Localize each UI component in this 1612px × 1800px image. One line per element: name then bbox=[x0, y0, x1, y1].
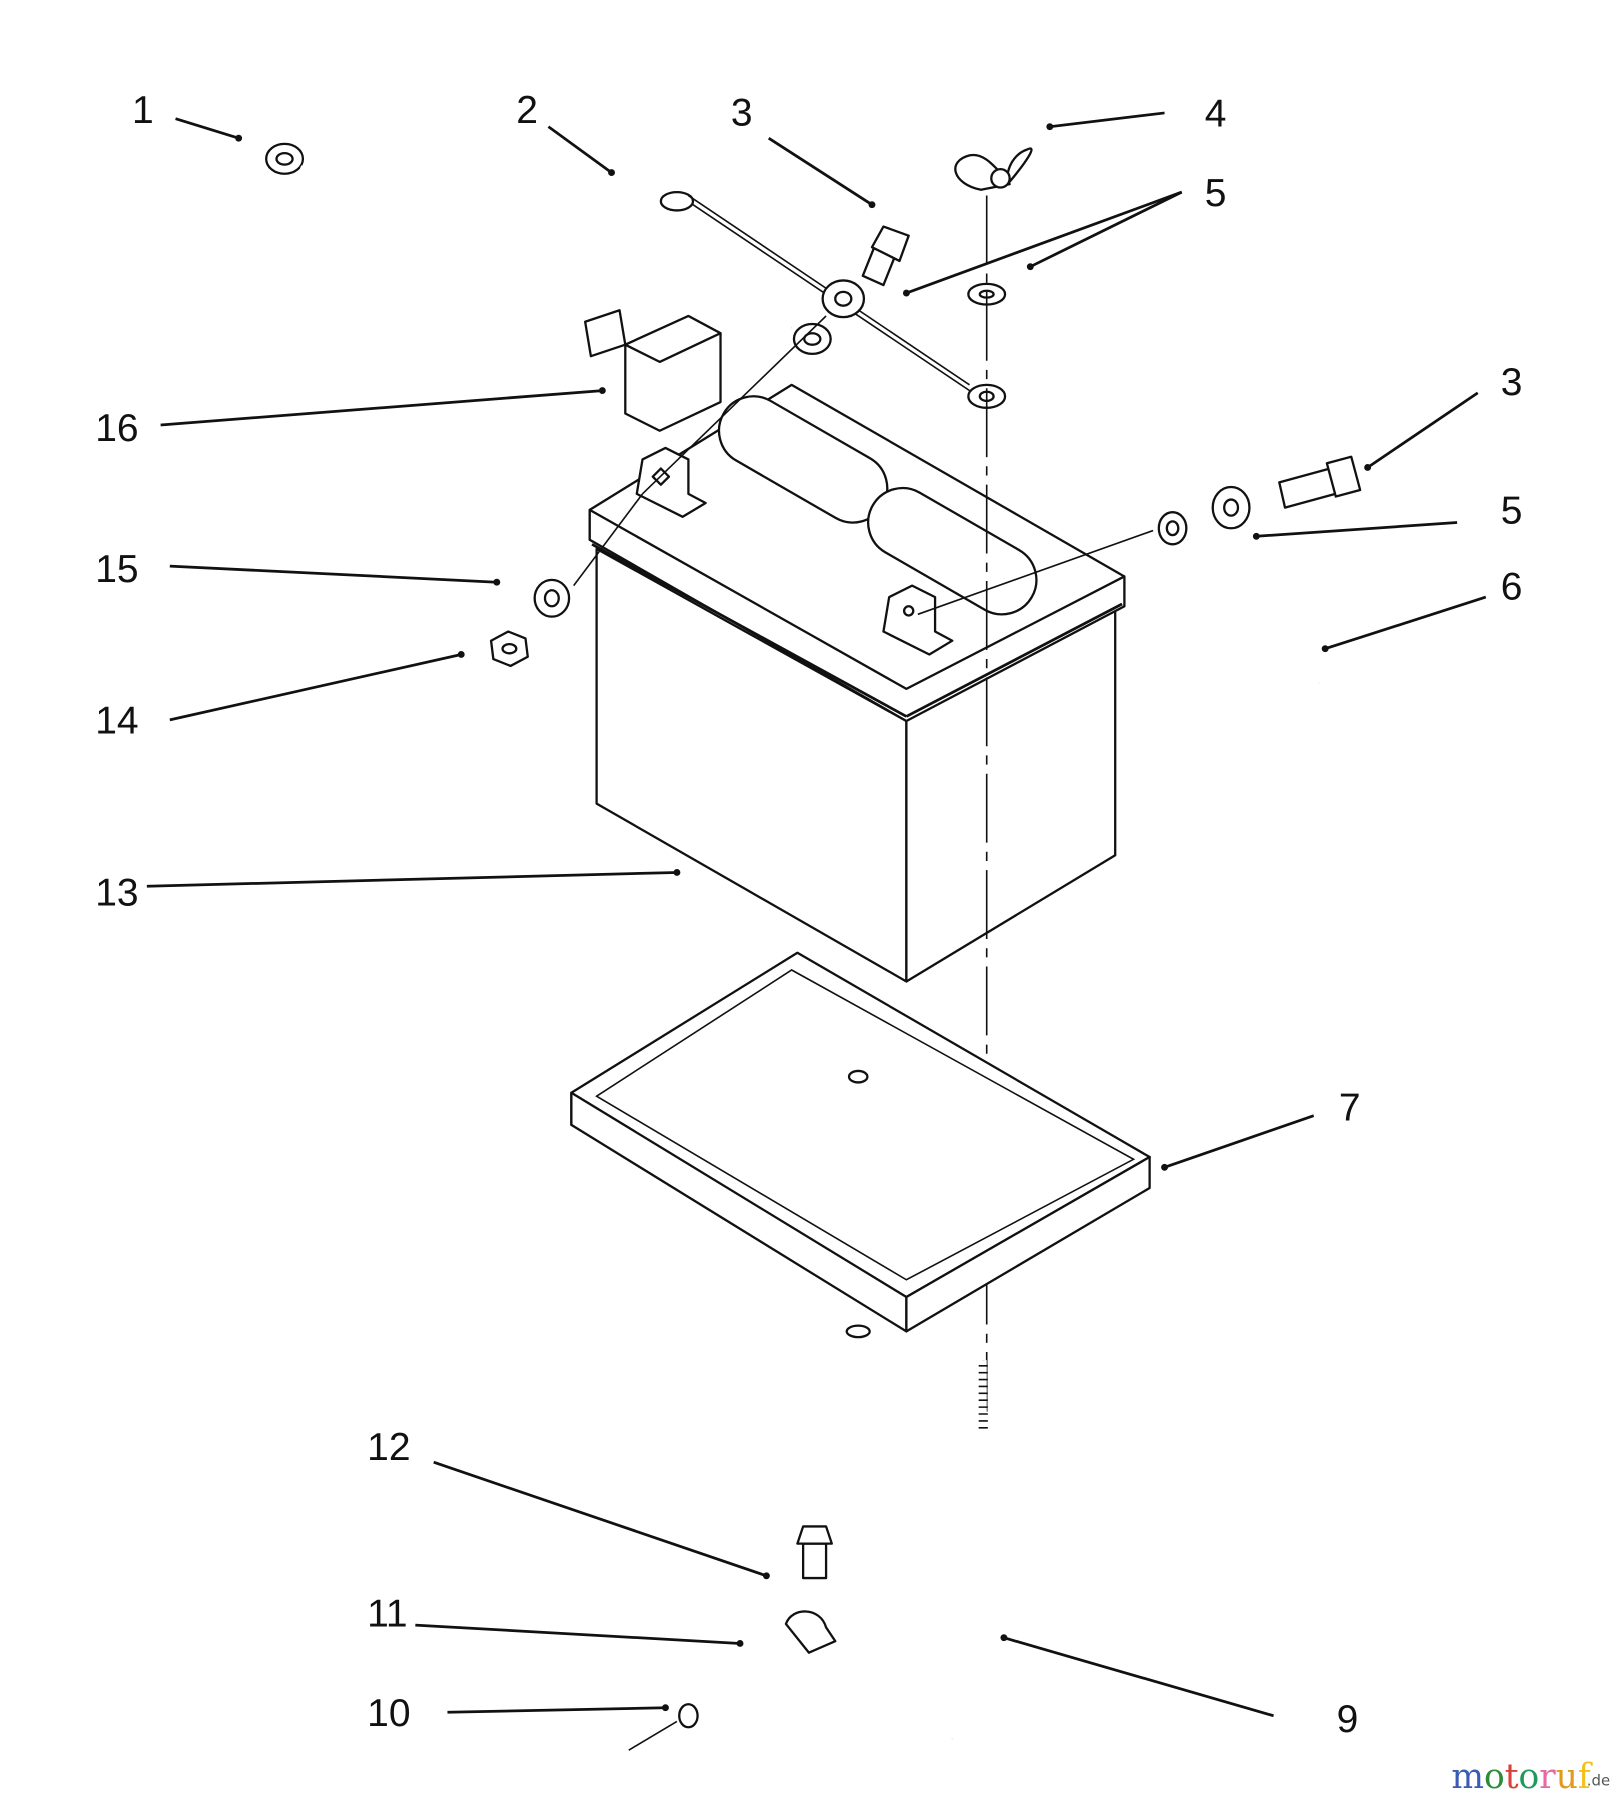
callout-12: 12 bbox=[367, 1426, 410, 1469]
callout-2: 2 bbox=[516, 89, 538, 132]
callout-15: 15 bbox=[95, 548, 138, 591]
callout-3: 3 bbox=[731, 92, 753, 135]
callout-4: 4 bbox=[1205, 93, 1227, 136]
watermark-letter: f bbox=[1578, 1757, 1593, 1797]
watermark-letter: u bbox=[1556, 1757, 1578, 1797]
watermark-text: motoruf bbox=[1451, 1757, 1593, 1797]
watermark-letter: o bbox=[1519, 1757, 1540, 1797]
vent-tube-clamp bbox=[628, 1324, 871, 1751]
callout-1: 1 bbox=[132, 89, 154, 132]
callout-13: 13 bbox=[95, 872, 138, 915]
callout-labels: 1 2 3 4 5 16 3 5 6 15 14 13 7 12 11 10 9 bbox=[95, 89, 1522, 1741]
callout-11: 11 bbox=[367, 1592, 408, 1635]
callout-5: 5 bbox=[1205, 172, 1227, 215]
watermark-suffix: .de bbox=[1587, 1772, 1610, 1790]
callout-7: 7 bbox=[1339, 1086, 1361, 1129]
watermark-letter: o bbox=[1484, 1757, 1505, 1797]
callout-10: 10 bbox=[367, 1692, 410, 1735]
watermark-letter: t bbox=[1505, 1757, 1519, 1797]
callout-14: 14 bbox=[95, 700, 138, 743]
callout-5-right: 5 bbox=[1501, 490, 1523, 533]
motoruf-watermark-logo: motoruf .de bbox=[1451, 1757, 1610, 1797]
watermark-letter: r bbox=[1539, 1757, 1556, 1797]
terminal-cover bbox=[583, 309, 722, 432]
battery-tray bbox=[570, 951, 1151, 1333]
nut-washer bbox=[489, 493, 644, 668]
leader-lines bbox=[146, 111, 1487, 1718]
callout-9: 9 bbox=[1337, 1698, 1359, 1741]
cable-6 bbox=[917, 455, 1362, 685]
callout-6: 6 bbox=[1501, 565, 1523, 608]
battery bbox=[588, 383, 1126, 983]
callout-3-right: 3 bbox=[1501, 361, 1523, 404]
bolt-washer-top bbox=[641, 225, 910, 495]
cable-1 bbox=[265, 142, 832, 356]
watermark-letter: m bbox=[1451, 1757, 1484, 1797]
callout-16: 16 bbox=[95, 407, 138, 450]
j-bolt bbox=[949, 1360, 988, 1742]
